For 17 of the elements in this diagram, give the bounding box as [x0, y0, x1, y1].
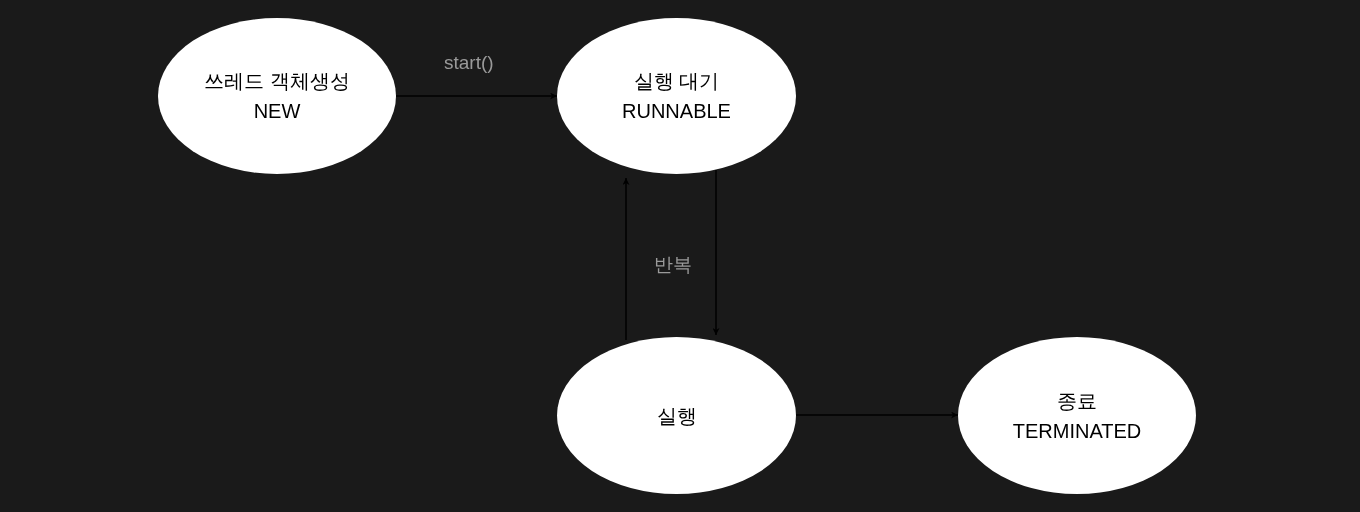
state-ellipse	[557, 18, 796, 174]
state-ellipse	[158, 18, 396, 174]
state-label: TERMINATED	[1012, 418, 1142, 444]
edge-label: start()	[444, 52, 494, 74]
state-label: 종료	[1057, 388, 1097, 414]
arrow	[795, 411, 959, 419]
state-ellipse	[958, 337, 1196, 494]
arrow	[395, 92, 558, 100]
state-label: NEW	[253, 99, 301, 124]
arrow	[712, 169, 720, 336]
state-label: 실행 대기	[633, 69, 720, 94]
arrow	[622, 177, 630, 341]
state-label: 쓰레드 객체생성	[204, 69, 350, 94]
state-ellipse	[557, 337, 796, 494]
loop-label: 반복	[654, 253, 692, 277]
state-label: 실행	[656, 403, 697, 429]
state-label: RUNNABLE	[622, 99, 731, 124]
